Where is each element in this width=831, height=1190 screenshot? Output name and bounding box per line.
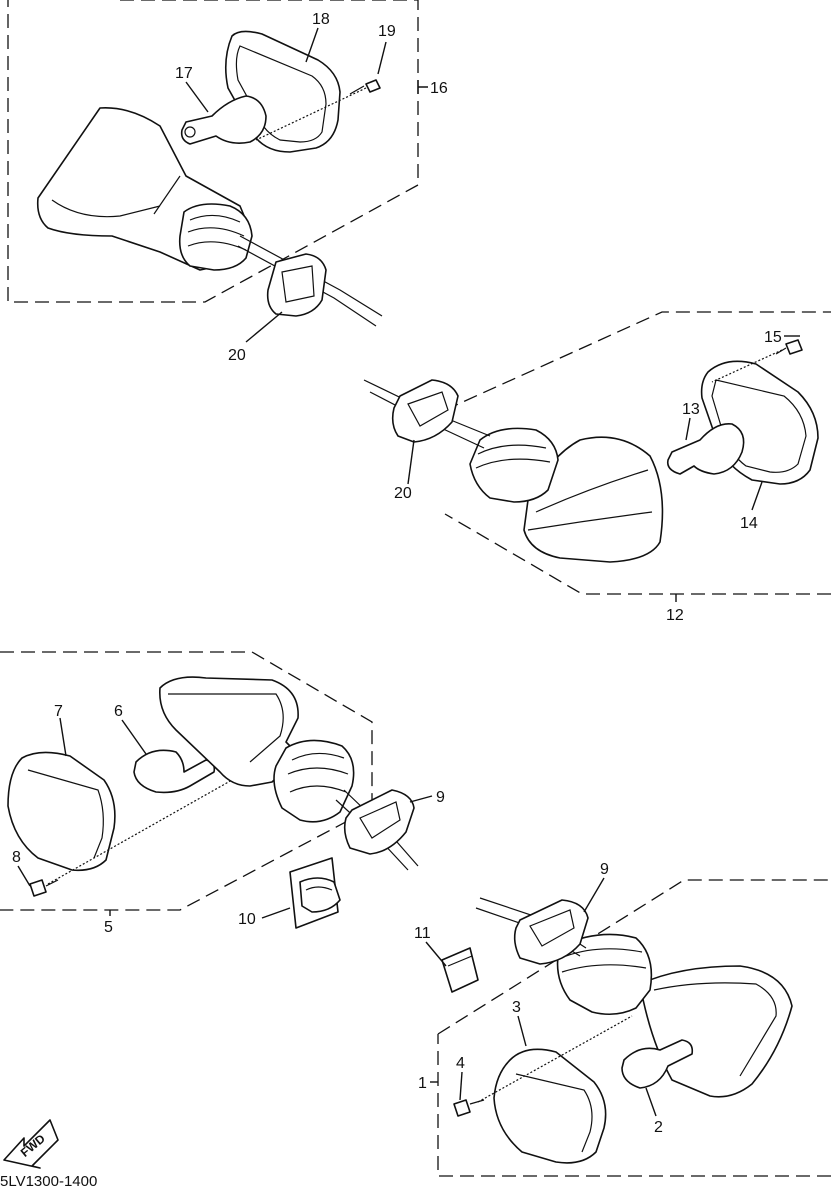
- cap-11: [441, 947, 479, 993]
- assembly-12: [363, 311, 831, 595]
- bulb-17: [180, 95, 267, 145]
- label-3: 3: [512, 999, 521, 1016]
- boot-16: [178, 203, 253, 271]
- label-7: 7: [54, 703, 63, 720]
- lens-7: [7, 751, 116, 872]
- label-16: 16: [430, 80, 448, 97]
- group-12-boundary: [444, 311, 831, 595]
- label-13: 13: [682, 401, 700, 418]
- diagram-code: 5LV1300-1400: [0, 1173, 97, 1190]
- lens-3: [493, 1048, 607, 1164]
- label-10: 10: [238, 911, 256, 928]
- screw-8: [29, 879, 59, 897]
- label-18: 18: [312, 11, 330, 28]
- bulb-6: [133, 749, 216, 794]
- leader-lines: [17, 27, 800, 1117]
- label-2: 2: [654, 1119, 663, 1136]
- turn-signal-housing-1: [639, 965, 793, 1098]
- bracket-9-right: [513, 899, 589, 965]
- group-5-boundary: [0, 651, 373, 911]
- bracket-20-upper: [266, 253, 327, 317]
- label-20-mid: 20: [394, 485, 412, 502]
- label-9-right: 9: [600, 861, 609, 878]
- assembly-1: [437, 879, 831, 1177]
- fwd-arrow-icon: FWD: [3, 1119, 59, 1169]
- label-12: 12: [666, 607, 684, 624]
- label-15: 15: [764, 329, 782, 346]
- screw-4: [453, 1099, 485, 1117]
- screw-15: [775, 339, 803, 355]
- label-14: 14: [740, 515, 758, 532]
- label-1: 1: [418, 1075, 427, 1092]
- label-20-top: 20: [228, 347, 246, 364]
- bulb-13: [666, 423, 745, 475]
- label-17: 17: [175, 65, 193, 82]
- bracket-9-left: [343, 789, 415, 855]
- label-6: 6: [114, 703, 123, 720]
- label-8: 8: [12, 849, 21, 866]
- boot-5: [273, 739, 355, 823]
- holder-10: [289, 857, 341, 929]
- group-16-boundary: [7, 0, 419, 303]
- screw-19: [349, 79, 381, 95]
- assembly-16: [7, 0, 419, 327]
- label-5: 5: [104, 919, 113, 936]
- boot-1: [556, 933, 653, 1016]
- label-11: 11: [414, 925, 431, 942]
- bulb-2: [621, 1039, 694, 1089]
- label-19: 19: [378, 23, 396, 40]
- bracket-20-lower: [391, 379, 459, 443]
- label-9-left: 9: [436, 789, 445, 806]
- label-4: 4: [456, 1055, 465, 1072]
- assembly-5: [0, 651, 419, 911]
- part-labels: 18 19 17 16 20 15 13 20 14 12 7 6 9 8 9 …: [12, 11, 782, 1136]
